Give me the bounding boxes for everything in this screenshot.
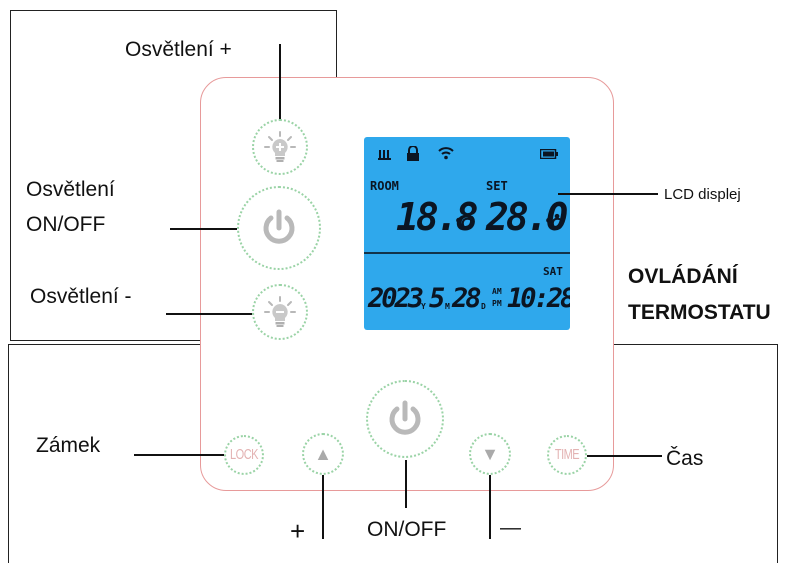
down-arrow-icon: ▼ (481, 443, 499, 464)
leader-light-minus (166, 313, 252, 315)
title-line2: TERMOSTATU (628, 301, 771, 324)
light-plus-button[interactable] (252, 119, 308, 175)
leader-lock (134, 454, 224, 456)
bulb-minus-icon (264, 296, 296, 327)
clock-time: 10:28 (507, 283, 570, 314)
plus-label: + (290, 516, 306, 546)
pm-indicator: PM (492, 299, 502, 308)
light-plus-label: Osvětlení + (125, 38, 232, 61)
lock-button-label: LOCK (230, 447, 258, 463)
time-label: Čas (666, 447, 704, 470)
set-temperature: 28.0 (486, 195, 568, 239)
leader-light-plus (279, 44, 281, 119)
leader-plus (322, 475, 324, 539)
up-arrow-icon: ▲ (314, 443, 332, 464)
battery-icon (540, 149, 558, 159)
leader-light-onoff (170, 228, 237, 230)
set-temperature-unit: ℃ (545, 215, 562, 233)
leader-time (587, 455, 662, 457)
light-power-button[interactable] (237, 186, 321, 270)
date-day: 28 (452, 283, 481, 314)
lcd-separator (364, 252, 570, 254)
am-indicator: AM (492, 287, 502, 296)
leader-onoff (405, 460, 407, 508)
leader-lcd (558, 193, 658, 195)
date-month: 5 (429, 283, 446, 314)
power-icon (389, 400, 421, 435)
date-day-suffix: D (481, 302, 486, 311)
lcd-display-label: LCD displej (664, 186, 741, 203)
date-year-suffix: Y (421, 302, 426, 311)
room-temperature-unit: ℃ (455, 215, 472, 233)
light-minus-button[interactable] (252, 284, 308, 340)
lock-label: Zámek (36, 434, 101, 457)
lock-icon (407, 146, 419, 161)
light-minus-label: Osvětlení - (30, 285, 132, 308)
wifi-icon (438, 147, 454, 160)
lcd-display: ROOM SET 18.8 ℃ 28.0 ℃ SAT 2023 Y 5 M 28… (364, 137, 570, 330)
room-label: ROOM (370, 179, 399, 193)
power-icon (263, 209, 295, 244)
up-button[interactable]: ▲ (302, 433, 344, 475)
leader-minus (489, 475, 491, 539)
time-button-label: TIME (554, 447, 580, 463)
light-onoff-label-line1: Osvětlení (26, 178, 115, 201)
set-label: SET (486, 179, 508, 193)
light-onoff-label-line2: ON/OFF (26, 213, 106, 236)
lock-button[interactable]: LOCK (224, 435, 264, 475)
down-button[interactable]: ▼ (469, 433, 511, 475)
title-line1: OVLÁDÁNÍ (628, 265, 738, 288)
room-temperature: 18.8 (396, 195, 478, 239)
day-of-week: SAT (543, 265, 563, 278)
date-month-suffix: M (445, 302, 450, 311)
main-power-button[interactable] (366, 380, 444, 458)
date-year: 2023 (368, 283, 424, 314)
bulb-plus-icon (264, 131, 296, 162)
heating-icon (378, 150, 391, 160)
onoff-label: ON/OFF (367, 518, 447, 541)
minus-label: — (500, 516, 521, 539)
time-button[interactable]: TIME (547, 435, 587, 475)
